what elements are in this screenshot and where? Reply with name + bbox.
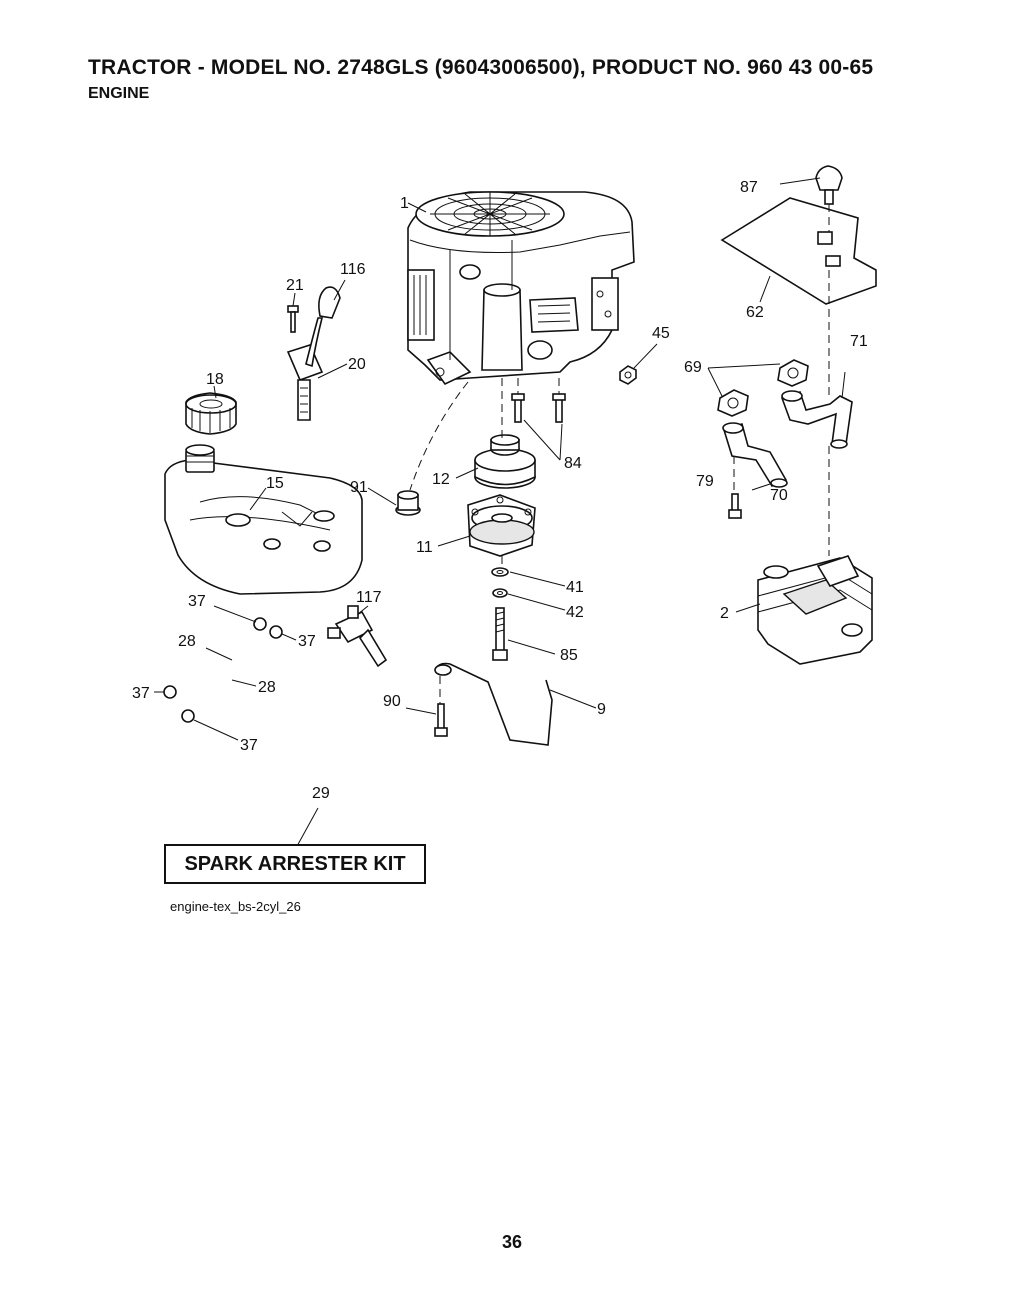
callout-18: 18 (206, 371, 224, 388)
callout-42: 42 (566, 604, 584, 621)
screw-part-21[interactable] (287, 305, 299, 333)
callout-91: 91 (350, 479, 368, 496)
callout-numbers: 1 2 9 11 12 15 18 20 21 28 28 29 37 37 3… (132, 179, 868, 802)
callout-87: 87 (740, 179, 758, 196)
bolt-part-84[interactable] (511, 393, 566, 423)
callout-9: 9 (597, 701, 606, 718)
throttle-control-part-20[interactable] (286, 317, 324, 421)
muffler-part-2[interactable] (757, 555, 873, 665)
page-title: TRACTOR - MODEL NO. 2748GLS (96043006500… (88, 56, 874, 79)
callout-37-d: 37 (240, 737, 258, 754)
callout-85: 85 (560, 647, 578, 664)
shutoff-valve-part-117[interactable] (327, 605, 388, 668)
bolt-part-79[interactable] (728, 493, 742, 519)
washer-part-41[interactable] (491, 567, 509, 577)
callout-2: 2 (720, 605, 729, 622)
callout-117: 117 (356, 589, 382, 606)
callout-90: 90 (383, 693, 401, 710)
callout-28-a: 28 (178, 633, 196, 650)
assembly-lines (409, 204, 830, 704)
callout-12: 12 (432, 471, 450, 488)
nut-part-45[interactable] (619, 365, 637, 385)
callout-69: 69 (684, 359, 702, 376)
callout-11: 11 (416, 539, 433, 556)
callout-37-b: 37 (298, 633, 316, 650)
knob-part-116[interactable] (318, 286, 341, 319)
heat-shield-part-62[interactable] (720, 197, 877, 305)
bolt-part-90[interactable] (434, 703, 448, 737)
callout-1: 1 (400, 195, 409, 212)
section-subtitle: ENGINE (88, 85, 150, 102)
callout-62: 62 (746, 304, 764, 321)
pulley-part-12[interactable] (474, 434, 536, 489)
callout-70: 70 (770, 487, 788, 504)
bolt-part-85[interactable] (492, 607, 508, 661)
washer-part-42[interactable] (492, 588, 508, 598)
callout-29: 29 (312, 785, 330, 802)
fuel-hose-part-28[interactable] (175, 625, 274, 713)
clutch-part-11[interactable] (467, 494, 536, 557)
callout-15: 15 (266, 475, 284, 492)
callout-37-a: 37 (188, 593, 206, 610)
callout-71: 71 (850, 333, 868, 350)
callout-21: 21 (286, 277, 304, 294)
leader-lines (154, 177, 846, 849)
diagram-reference: engine-tex_bs-2cyl_26 (170, 899, 301, 914)
rod-part-9[interactable] (434, 662, 553, 746)
callout-79: 79 (696, 473, 714, 490)
callout-20: 20 (348, 356, 366, 373)
hose-clamp-part-37[interactable] (163, 617, 283, 723)
exhaust-pipe-part-70[interactable] (722, 422, 788, 488)
gasket-part-69[interactable] (717, 359, 809, 417)
callout-41: 41 (566, 579, 584, 596)
callout-37-c: 37 (132, 685, 150, 702)
engine-part-1[interactable] (407, 191, 635, 386)
callout-28-b: 28 (258, 679, 276, 696)
exhaust-pipe-part-71[interactable] (780, 390, 853, 449)
spark-arrester-kit-label: SPARK ARRESTER KIT (164, 844, 426, 884)
callout-116: 116 (340, 261, 366, 278)
fuel-tank-part-15[interactable] (164, 444, 363, 595)
page-number: 36 (501, 1232, 523, 1252)
callout-84: 84 (564, 455, 582, 472)
knob-part-87[interactable] (815, 165, 843, 205)
fuel-cap-part-18[interactable] (185, 392, 237, 435)
callout-45: 45 (652, 325, 670, 342)
bushing-part-91[interactable] (395, 490, 421, 516)
